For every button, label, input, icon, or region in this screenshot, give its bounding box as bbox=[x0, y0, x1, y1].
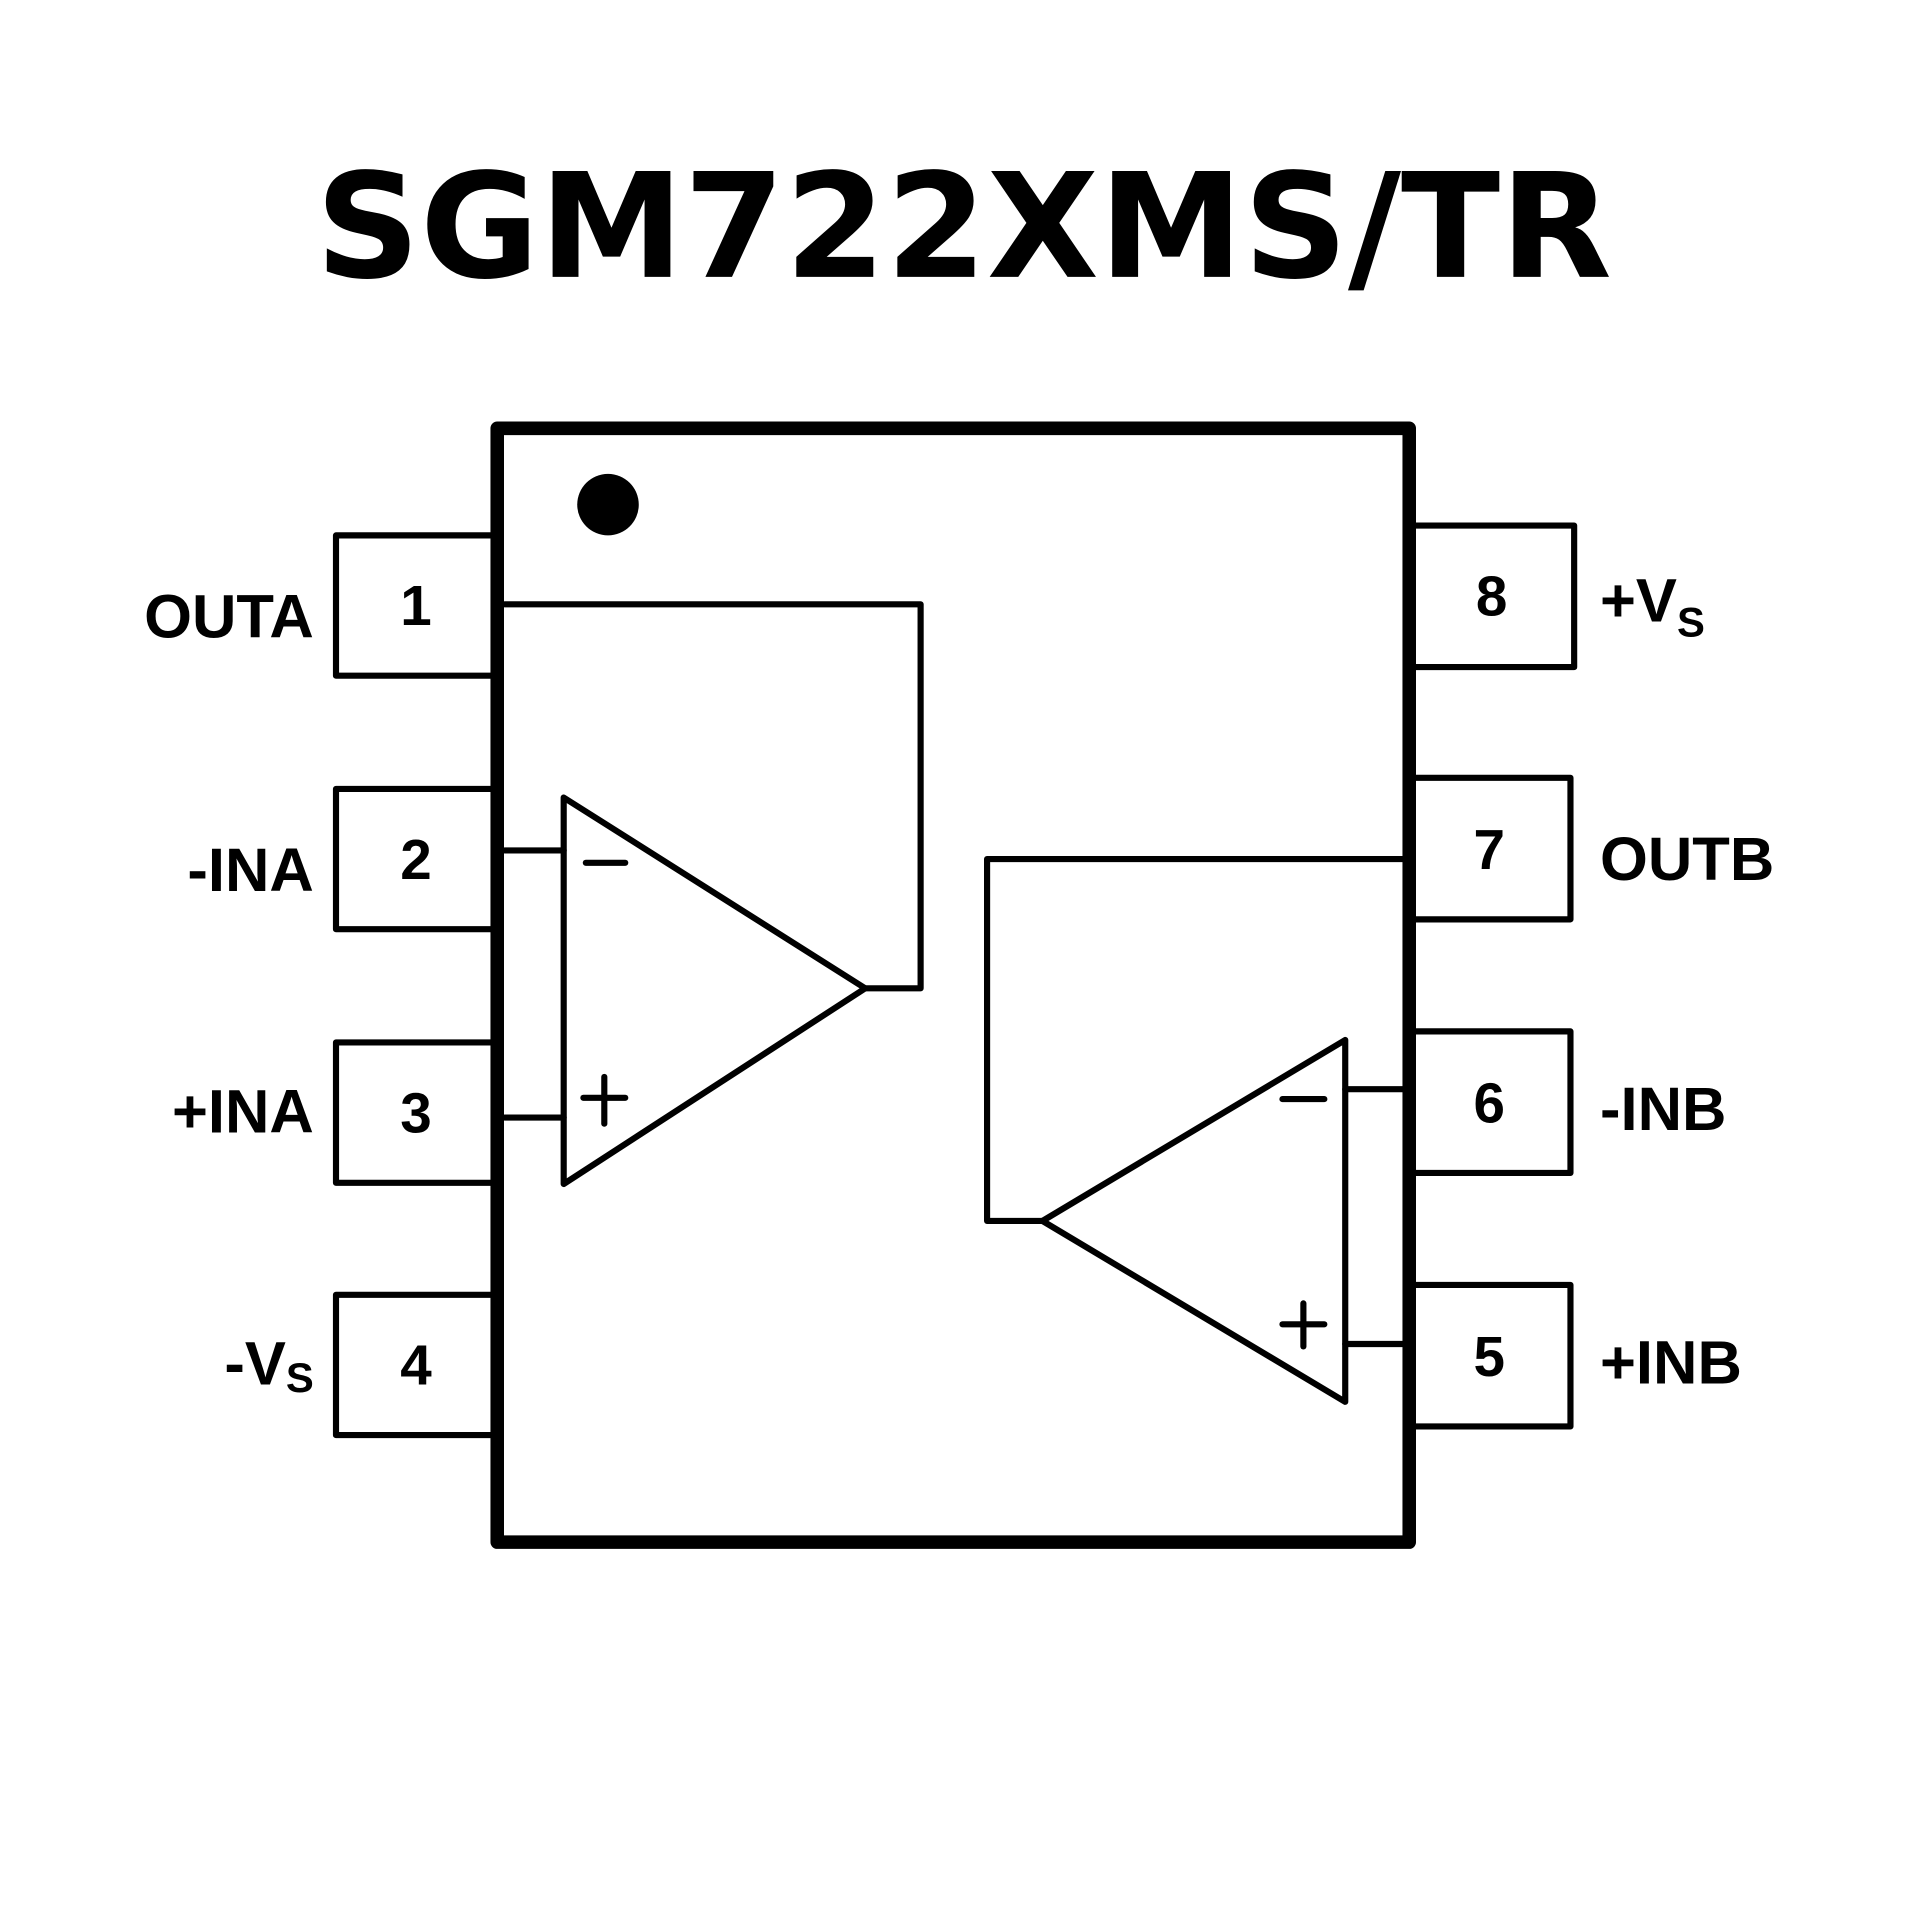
op-amp-b-feedback-wire bbox=[984, 856, 1407, 1224]
pin-5-box bbox=[1412, 1281, 1574, 1430]
op-amp-a-triangle bbox=[560, 794, 869, 1188]
pin-5: 5 +INB bbox=[1412, 1281, 1742, 1430]
pin-6-label: -INB bbox=[1600, 1075, 1726, 1144]
pin-5-label: +INB bbox=[1600, 1328, 1742, 1397]
pin-4-box bbox=[332, 1291, 496, 1439]
pin-2-box bbox=[332, 785, 496, 933]
pin-3: 3 +INA bbox=[172, 1039, 496, 1186]
pin1-marker-dot bbox=[577, 473, 639, 536]
pin-4-number: 4 bbox=[400, 1334, 432, 1397]
op-amp-a-feedback-wire bbox=[501, 601, 924, 992]
part-number-title: SGM722XMS/TR bbox=[315, 143, 1611, 312]
op-amp-b-plus-sign bbox=[1279, 1300, 1328, 1350]
op-amp-a-plus-sign bbox=[580, 1073, 629, 1127]
ic-package-body bbox=[490, 421, 1416, 1549]
pin-1-label: OUTA bbox=[144, 583, 314, 652]
pin-8-box bbox=[1412, 522, 1578, 671]
pin-8-number: 8 bbox=[1476, 564, 1507, 627]
pin-2-number: 2 bbox=[400, 828, 431, 891]
pin-4: 4 -VS bbox=[224, 1291, 496, 1439]
pin-5-number: 5 bbox=[1473, 1325, 1504, 1388]
pin-6-box bbox=[1412, 1028, 1574, 1176]
pin-7: 7 OUTB bbox=[1412, 774, 1774, 923]
pin-1-number: 1 bbox=[400, 574, 431, 637]
pin-4-label: -VS bbox=[224, 1330, 313, 1401]
pin-7-label: OUTB bbox=[1600, 825, 1774, 894]
pin-3-number: 3 bbox=[400, 1081, 431, 1144]
pin-8-label: +VS bbox=[1600, 567, 1705, 646]
op-amp-b-triangle bbox=[1039, 1036, 1349, 1405]
op-amp-a bbox=[501, 601, 924, 1188]
op-amp-b bbox=[984, 856, 1407, 1405]
pin-3-box bbox=[332, 1039, 496, 1186]
pin-2-label: -INA bbox=[187, 836, 313, 905]
pin-1: 1 OUTA bbox=[144, 532, 496, 679]
pin-3-label: +INA bbox=[172, 1077, 314, 1146]
pin-6: 6 -INB bbox=[1412, 1028, 1726, 1176]
pin-7-box bbox=[1412, 774, 1574, 923]
pin-2: 2 -INA bbox=[187, 785, 496, 933]
pin-1-box bbox=[332, 532, 496, 679]
pin-7-number: 7 bbox=[1473, 818, 1504, 881]
pin-8: 8 +VS bbox=[1412, 522, 1705, 671]
pin-6-number: 6 bbox=[1473, 1071, 1504, 1134]
